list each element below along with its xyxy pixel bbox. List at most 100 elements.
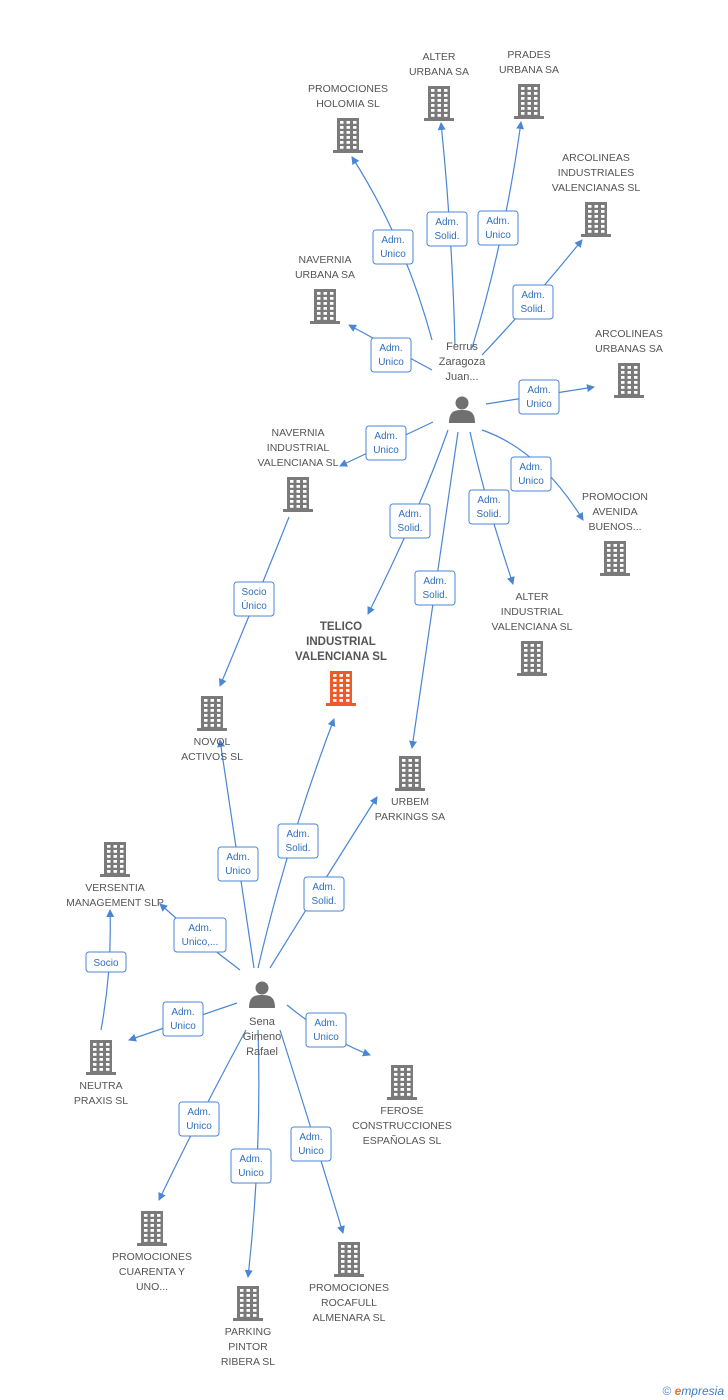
building-window: [601, 210, 605, 213]
building-icon: [614, 363, 644, 398]
badges-layer: Adm.UnicoAdm.Solid.Adm.UnicoAdm.Solid.Ad…: [85, 210, 560, 1184]
building-window: [521, 92, 525, 95]
relation-badge[interactable]: Adm.Solid.: [512, 284, 554, 320]
building-window: [346, 136, 350, 139]
building-icon: [387, 1065, 417, 1100]
relation-badge[interactable]: Adm.Solid.: [277, 823, 319, 859]
building-window: [400, 1093, 404, 1096]
building-window: [217, 704, 221, 707]
building-window: [210, 724, 214, 727]
building-window: [246, 1289, 250, 1292]
building-window: [346, 146, 350, 149]
relation-badge[interactable]: Adm.Unico: [518, 379, 560, 415]
badge-label: Adm.Solid.: [476, 495, 501, 520]
building-icon: [86, 1040, 116, 1075]
building-window: [341, 1245, 345, 1248]
building-window: [106, 1058, 110, 1061]
badge-label-line: Unico: [298, 1146, 324, 1157]
label-line: PRAXIS SL: [74, 1095, 128, 1107]
label-line: NAVERNIA: [299, 254, 352, 266]
relation-badge[interactable]: Adm.Solid.: [414, 570, 456, 606]
badge-label-line: Adm.: [477, 495, 500, 506]
relation-badge[interactable]: Adm.Solid.: [426, 211, 468, 247]
building-window: [93, 1058, 97, 1061]
building-window: [347, 1265, 351, 1268]
label-line: Rafael: [246, 1046, 278, 1058]
person-icon: [249, 981, 275, 1008]
relation-badge[interactable]: Adm.Unico: [370, 337, 412, 373]
building-window: [415, 784, 419, 787]
badge-label: Adm.Unico: [526, 385, 552, 410]
building-base: [310, 321, 340, 324]
badge-label-line: Solid.: [285, 843, 310, 854]
label-line: INDUSTRIAL: [267, 442, 330, 454]
badge-label-line: Adm.: [299, 1132, 322, 1143]
relation-badge[interactable]: Adm.Unico: [372, 229, 414, 265]
building-window: [627, 381, 631, 384]
building-window: [339, 689, 343, 692]
building-window: [303, 495, 307, 498]
relation-badge[interactable]: Adm.Solid.: [468, 489, 510, 525]
badge-label-line: Adm.: [381, 235, 404, 246]
building-icon: [581, 202, 611, 237]
building-window: [246, 1304, 250, 1307]
relation-badge[interactable]: Socio: [85, 951, 127, 973]
relation-badge[interactable]: Adm.Unico: [230, 1148, 272, 1184]
building-window: [402, 759, 406, 762]
building-window: [99, 1058, 103, 1061]
building-window: [437, 104, 441, 107]
building-window: [530, 664, 534, 667]
label-line: NEUTRA: [79, 1080, 122, 1092]
building-window: [530, 644, 534, 647]
building-window: [246, 1294, 250, 1297]
building-window: [107, 850, 111, 853]
building-window: [107, 870, 111, 873]
badge-label-line: Adm.: [435, 217, 458, 228]
building-base: [517, 673, 547, 676]
building-window: [333, 689, 337, 692]
badge-label-line: Adm.: [519, 462, 542, 473]
building-window: [402, 779, 406, 782]
building-window: [120, 865, 124, 868]
building-icon: [233, 1286, 263, 1321]
person-head: [255, 981, 269, 995]
relation-badge[interactable]: Adm.Unico: [365, 425, 407, 461]
badge-label: Adm.Solid.: [285, 829, 310, 854]
building-window: [296, 505, 300, 508]
building-window: [431, 89, 435, 92]
building-window: [415, 779, 419, 782]
relation-badge[interactable]: Adm.Solid.: [389, 503, 431, 539]
badge-box: [162, 1001, 204, 1037]
building-window: [354, 1245, 358, 1248]
building-window: [240, 1294, 244, 1297]
relation-badge[interactable]: Adm.Unico: [217, 846, 259, 882]
relation-badge[interactable]: Adm.Solid.: [303, 876, 345, 912]
building-window: [620, 554, 624, 557]
building-window: [613, 564, 617, 567]
badge-box: [178, 1101, 220, 1137]
building-window: [339, 679, 343, 682]
building-window: [93, 1063, 97, 1066]
relation-badge[interactable]: Adm. Unico: [290, 1126, 332, 1162]
relation-badge[interactable]: Adm.Unico: [178, 1101, 220, 1137]
relation-badge[interactable]: Adm.Unico: [510, 456, 552, 492]
building-window: [210, 704, 214, 707]
badge-box: [365, 425, 407, 461]
building-window: [93, 1043, 97, 1046]
building-window: [588, 220, 592, 223]
relation-badge[interactable]: Adm.Unico: [305, 1012, 347, 1048]
building-icon: [100, 842, 130, 877]
relation-badge[interactable]: Adm.Unico: [162, 1001, 204, 1037]
label-line: VALENCIANAS SL: [552, 182, 641, 194]
building-window: [621, 381, 625, 384]
relation-badge[interactable]: Adm.Unico,...: [173, 917, 227, 953]
building-window: [340, 131, 344, 134]
building-base: [334, 1274, 364, 1277]
badge-label-line: Unico: [378, 357, 404, 368]
relation-badge[interactable]: Adm.Unico: [477, 210, 519, 246]
building-window: [621, 371, 625, 374]
building-window: [339, 699, 343, 702]
badge-box: [85, 951, 127, 973]
